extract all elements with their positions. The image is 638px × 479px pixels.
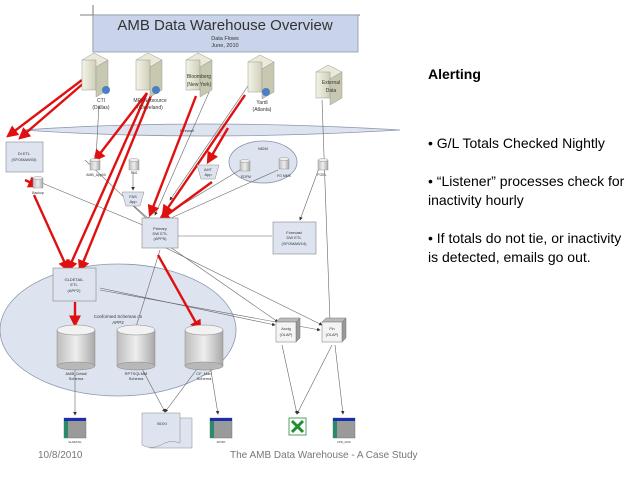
database-amb-app: AMB_App00 (86, 158, 106, 177)
app-label: FAS (129, 194, 137, 199)
source-location: (Cleveland) (137, 105, 163, 111)
schema-cylinder-rptsqlmm: RPTSQLMM Schema (116, 324, 156, 381)
schema-label: RPTSQLMM (125, 371, 148, 376)
box-label-2: (SFOMAW03) (12, 157, 38, 162)
source-server-cti: CTI (Dallas) (81, 52, 110, 111)
excel-icon (288, 417, 307, 436)
cube-label-2: (OLAP) (326, 333, 339, 337)
report-icon-apori: APORI (209, 417, 233, 444)
conformed-schemas-label-2: APP2 (112, 320, 124, 325)
flow-connectors (29, 82, 345, 416)
schema-label-2: Schema (129, 376, 144, 381)
report-icon-fpr: FPR_2010 (332, 417, 356, 444)
cube-label-2: (OLAP) (280, 333, 293, 337)
source-label: External (322, 80, 340, 86)
primary-dw-etl-box: Primary DW ETL (APP5) (141, 217, 179, 249)
alerting-bullet: • “Listener” processes check for inactiv… (428, 173, 625, 208)
box-label: Forecast (286, 230, 302, 235)
box-label: GLDETAIL (64, 277, 84, 282)
db-label: Backup (32, 191, 44, 195)
footer-title: The AMB Data Warehouse - A Case Study (230, 450, 418, 461)
source-label: CTI (97, 98, 105, 104)
source-label: Yardi (256, 100, 267, 106)
database-mdm-2: FG MMS (277, 157, 292, 178)
database-fas: FAS (128, 158, 140, 175)
source-location: Data (326, 88, 337, 94)
box-label: Primary (153, 226, 167, 231)
footer-date: 10/8/2010 (38, 450, 83, 461)
diagram-subtitle: Data Flows (211, 36, 239, 42)
fas-app: FAS App (121, 191, 145, 207)
schema-cylinder-amb-detail: AMB_Detail Schema (56, 324, 96, 381)
source-server-external: External Data (315, 64, 343, 106)
box-label-2: ETL (70, 282, 78, 287)
app-label-2: App (129, 199, 137, 204)
schema-label: AMB_Detail (65, 371, 86, 376)
schema-label-2: Schema (69, 376, 84, 381)
boxi-label: BOXI (157, 421, 167, 426)
alerting-bullet: • If totals do not tie, or inactivity is… (428, 230, 622, 265)
app-label: AHT (204, 167, 213, 172)
schema-label-2: Schema (197, 376, 212, 381)
app-label-2: App (204, 172, 212, 177)
diagram-date: June, 2010 (211, 43, 238, 49)
source-server-mri: MRI Netsource (Cleveland) (133, 52, 167, 111)
red-flow-arrows (6, 79, 246, 333)
source-server-bloomberg: Bloomberg (New York) (185, 52, 213, 98)
box-label-2: DW ETL (286, 235, 302, 240)
schema-cylinder-cf-mart: CF_Mart Schema (184, 324, 224, 381)
box-label-3: (SFOMAW14) (282, 241, 308, 246)
report-label: FPR_2010 (337, 440, 351, 444)
box-label: DI ETL (18, 151, 31, 156)
db-label: AMB_App00 (86, 173, 106, 177)
report-icon-gldetail: GLDETAIL (63, 417, 87, 444)
mdm-label: MDM (258, 146, 268, 151)
db-label: FAS (131, 171, 138, 175)
report-label: APORI (217, 440, 226, 444)
gldetail-etl-box: GLDETAIL ETL (APP2) (52, 267, 97, 302)
box-label-2: DW ETL (152, 231, 168, 236)
db-label: FGEL (317, 173, 326, 177)
alerting-panel: Alerting • G/L Totals Checked Nightly • … (428, 66, 628, 286)
alerting-bullet: • G/L Totals Checked Nightly (428, 135, 605, 151)
box-label-3: (APP2) (68, 288, 82, 293)
data-flow-diagram: AMB Data Warehouse Overview Data Flows J… (0, 5, 401, 449)
database-mdm-1: EDFM (239, 159, 251, 179)
source-label: Bloomberg (187, 74, 211, 80)
firewall: Firewall (21, 123, 401, 137)
cube-label: Acctg (281, 327, 291, 331)
diagram-title-banner: AMB Data Warehouse Overview Data Flows J… (80, 5, 360, 53)
database-fgel: FGEL (317, 158, 329, 177)
report-label: GLDETAIL (68, 440, 82, 444)
source-location: (Dallas) (92, 105, 110, 111)
alerting-heading: Alerting (428, 66, 481, 82)
source-location: (Atlanta) (253, 107, 272, 113)
source-location: (New York) (187, 82, 212, 88)
diagram-title: AMB Data Warehouse Overview (117, 17, 333, 34)
source-label: MRI Netsource (133, 98, 167, 104)
cube-label: Fin (329, 327, 334, 331)
firewall-label: Firewall (180, 128, 194, 133)
forecast-dw-etl-box: Forecast DW ETL (SFOMAW14) (272, 221, 317, 255)
mdm-group (228, 140, 298, 184)
source-server-yardi: Yardi (Atlanta) (247, 54, 275, 113)
box-label-3: (APP5) (154, 236, 168, 241)
aht-app: AHT App (196, 164, 220, 180)
database-small: Backup (32, 176, 44, 195)
schema-label: CF_Mart (196, 371, 212, 376)
db-label: FG MMS (277, 174, 292, 178)
olap-cube-acctg: Acctg (OLAP) (275, 317, 301, 343)
olap-cube-fin: Fin (OLAP) (321, 317, 347, 343)
di-etl-box: DI ETL (SFOMAW03) (5, 141, 44, 173)
db-label: EDFM (241, 175, 251, 179)
boxi-document: BOXI (141, 412, 193, 449)
conformed-schemas-label: Conformed Schemas on (94, 314, 143, 319)
